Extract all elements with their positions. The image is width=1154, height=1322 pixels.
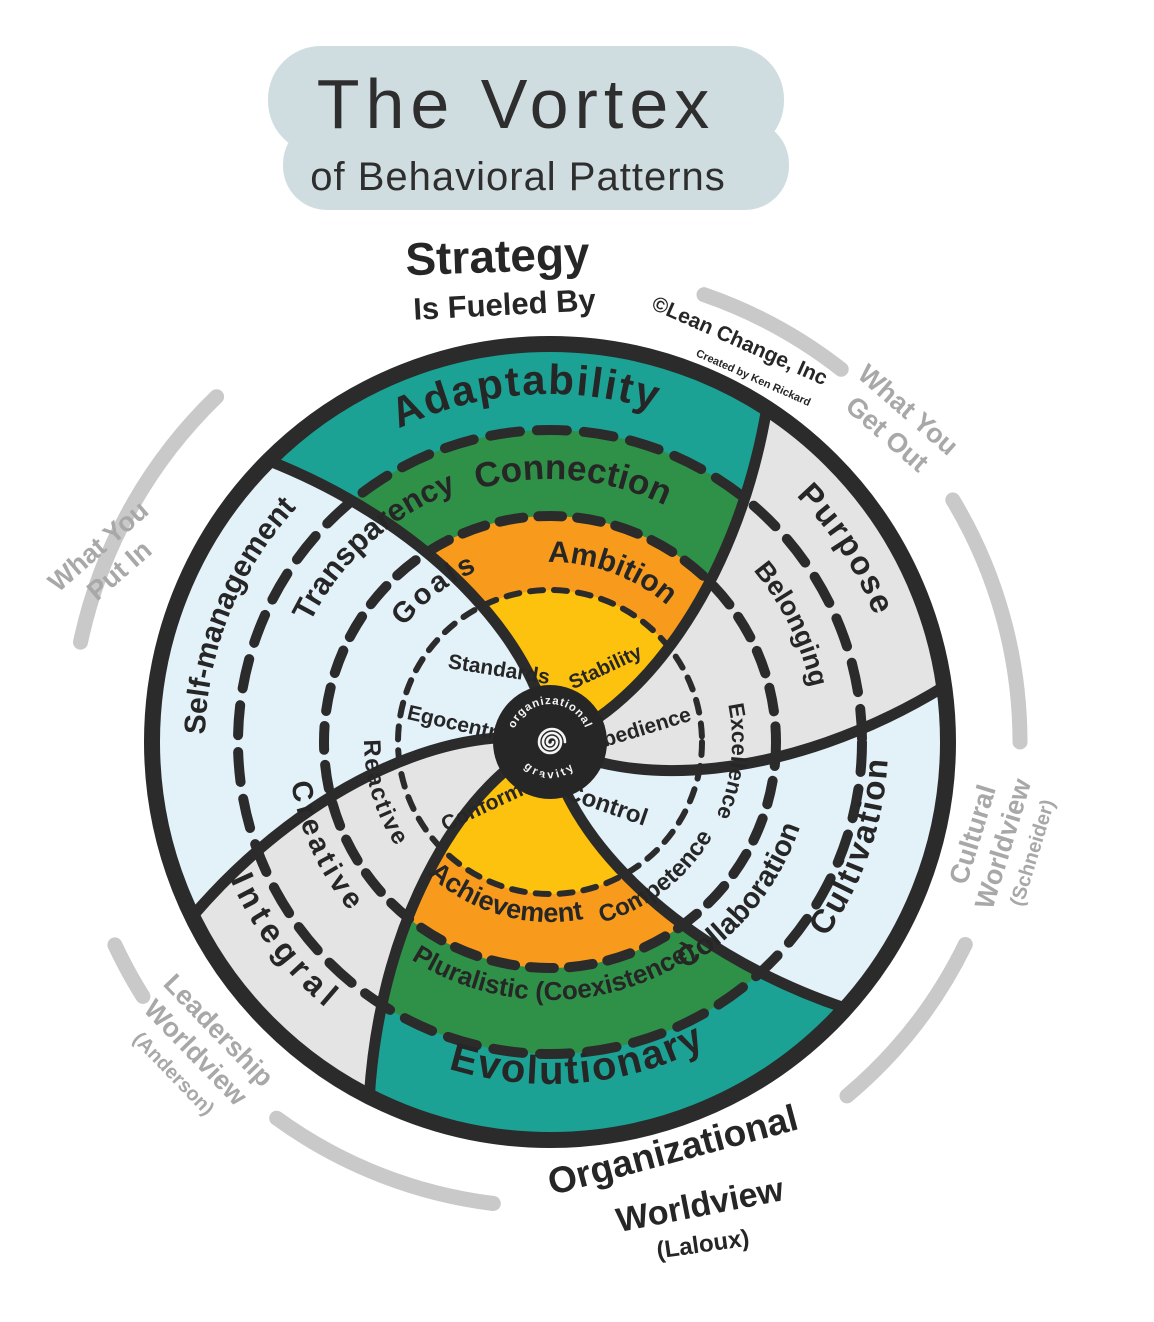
dashed-ring-inner [395,587,705,897]
organizational-line3: (Laloux) [655,1225,751,1265]
page-subtitle: of Behavioral Patterns [310,155,726,199]
outer-arc-right-lower [839,937,973,1104]
outer-arc-left [73,389,225,650]
note-cultural-worldview: Cultural Worldview (Schneider) [943,774,1059,912]
page-title: The Vortex [317,65,716,143]
organizational-gravity-center: organizational gravity [493,685,607,799]
dashed-ring-middle [319,511,781,973]
title-blob-bottom [283,120,789,210]
arm-bottomleft-integral [192,737,551,1097]
center-disc [493,685,607,799]
outer-arc-bottom-left [107,937,151,1004]
dashed-ring-outer [233,425,867,1059]
outer-arc-bottom [269,1110,501,1211]
outer-dashed-ring [73,287,1028,1211]
title-block: The Vortex of Behavioral Patterns [268,46,789,210]
vortex-rim [144,336,956,1148]
note-what-you-get-out: What You Get Out [840,359,964,478]
outer-arc-right-upper [945,492,1028,750]
organizational-line2: Worldview [613,1170,787,1240]
outer-arc-top-right [696,287,849,377]
fueled-by-heading: Is Fueled By [412,282,597,327]
arm-bottomright-cultivation [550,686,948,1009]
strategy-heading: Strategy [405,227,591,285]
spiral-icon [537,727,567,755]
dashed-rings [233,425,867,1059]
